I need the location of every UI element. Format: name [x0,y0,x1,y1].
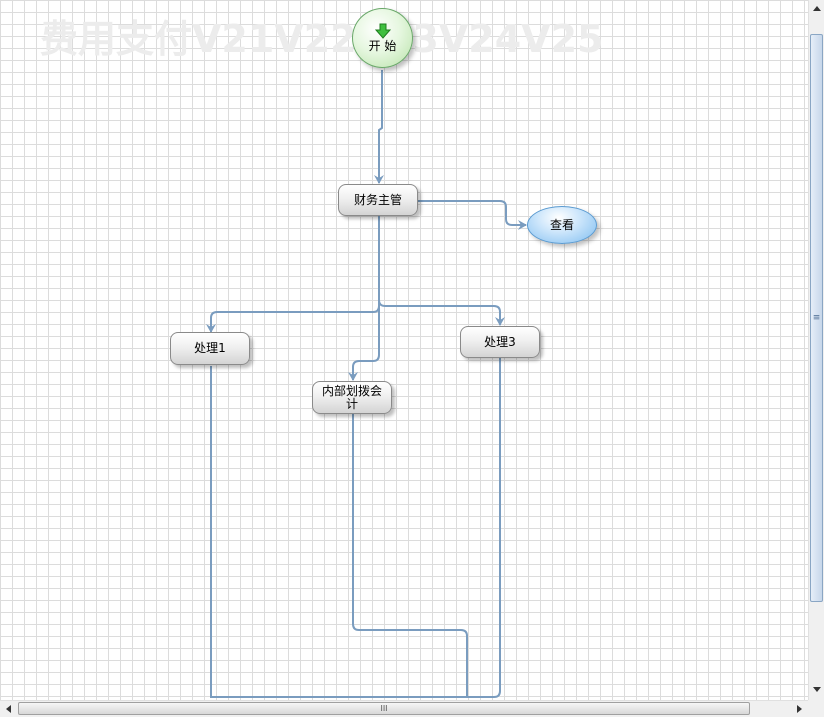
diagram-canvas[interactable]: 费用支付V21V22V23V24V25 开 始 财务主管 查看 处理1 [0,0,808,700]
internal-transfer-accounting-label: 内部划拨会计 [321,383,382,411]
edge-finance-manager-to-internal-transfer [348,216,380,381]
edge-internal-transfer-down [352,414,468,697]
edge-process3-down [467,358,501,698]
horizontal-scrollbar[interactable]: III [0,700,824,717]
internal-transfer-accounting-node[interactable]: 内部划拨会计 [312,381,392,414]
vertical-scrollbar[interactable]: ≡ [808,0,824,700]
arrow-down-icon[interactable] [809,682,824,698]
start-node[interactable]: 开 始 [352,8,413,68]
edge-process1-down [210,366,467,698]
edge-finance-manager-to-view [418,200,527,230]
horizontal-scroll-thumb[interactable]: III [18,702,750,715]
process3-node[interactable]: 处理3 [460,326,540,358]
edge-finance-manager-to-process3 [378,216,505,326]
scrollbar-corner [808,700,824,717]
arrow-left-icon[interactable] [0,701,16,717]
edge-start-to-finance-manager [374,70,384,184]
edge-finance-manager-to-process1 [206,216,380,333]
finance-manager-node[interactable]: 财务主管 [338,184,418,216]
arrow-up-icon[interactable] [809,0,824,16]
green-down-arrow-icon [374,23,391,39]
vertical-scroll-thumb[interactable]: ≡ [810,34,823,602]
process1-label: 处理1 [194,341,226,355]
view-node-label: 查看 [549,217,574,232]
diagram-title: 费用支付V21V22V23V24V25 [40,17,604,61]
finance-manager-label: 财务主管 [353,192,402,207]
view-node[interactable]: 查看 [527,206,597,244]
process3-label: 处理3 [484,334,516,349]
vertical-grip: ≡ [812,312,821,323]
horizontal-grip: III [380,703,388,713]
start-node-label: 开 始 [368,39,397,53]
process1-node[interactable]: 处理1 [170,332,250,365]
arrow-right-icon[interactable] [792,701,808,717]
connectors [206,70,527,698]
